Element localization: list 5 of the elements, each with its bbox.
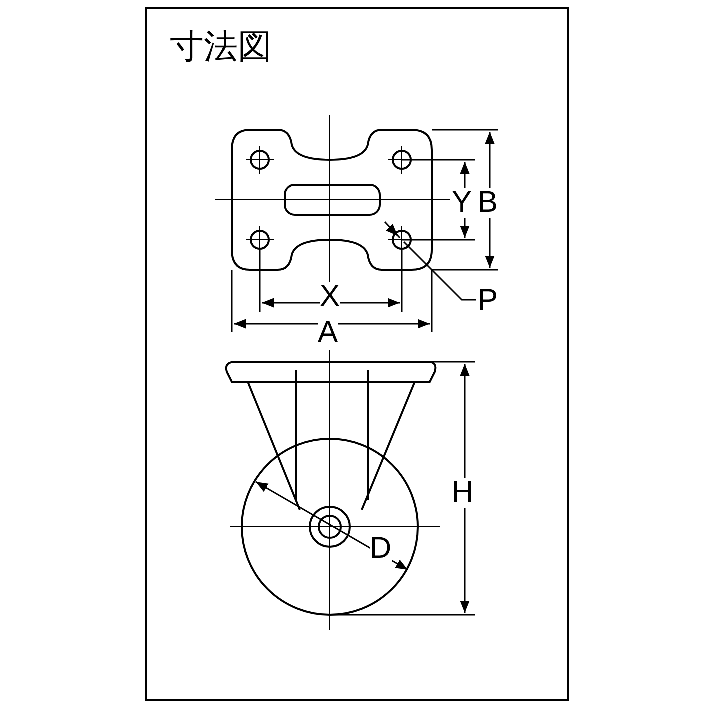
dimension-label: D [370, 534, 392, 564]
dimension-label: B [478, 188, 498, 218]
dimension-label: H [452, 478, 474, 508]
drawing-title: 寸法図 [170, 28, 272, 66]
dimension-label: Y [452, 188, 472, 218]
